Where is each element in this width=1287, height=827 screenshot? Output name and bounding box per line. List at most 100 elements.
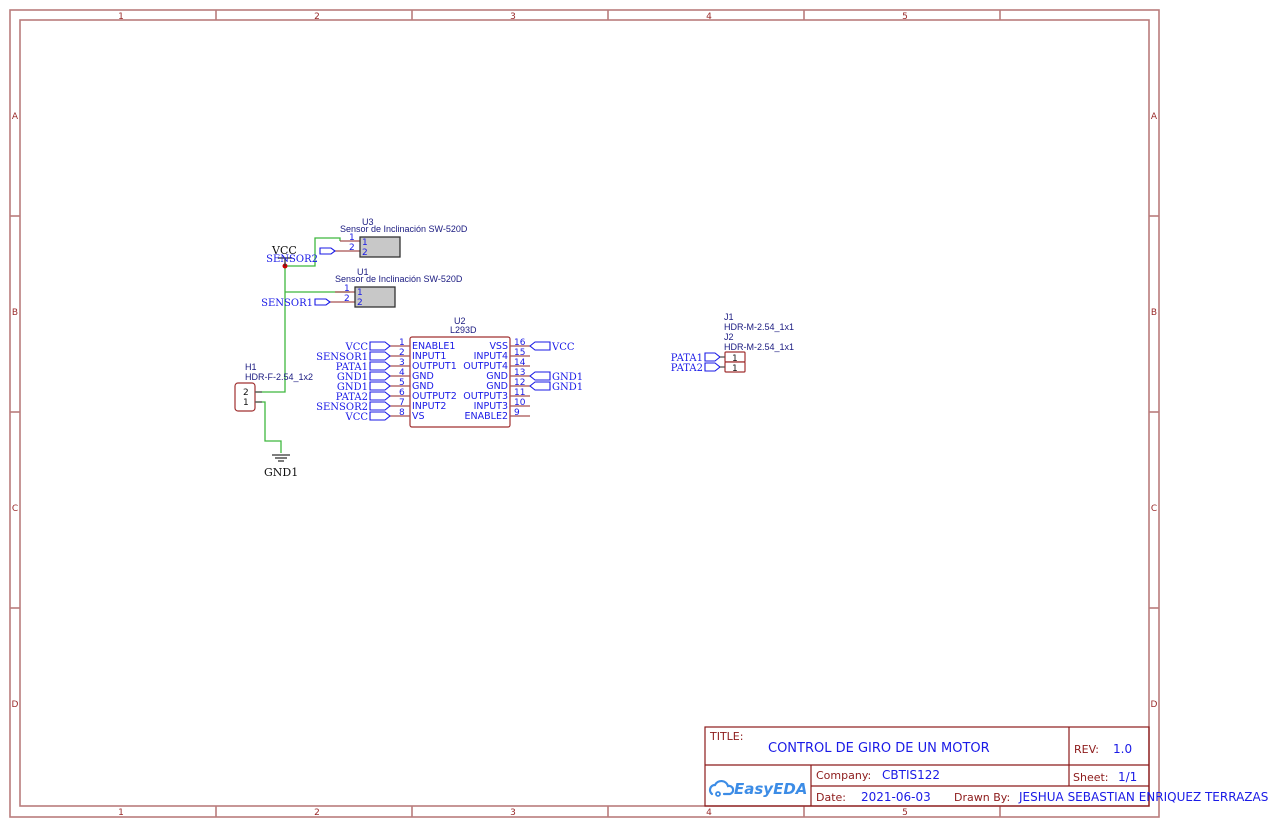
net-flag bbox=[704, 362, 721, 372]
u2-pin-num: 14 bbox=[514, 358, 526, 368]
net-flag bbox=[314, 298, 331, 306]
u2-pin-num: 1 bbox=[399, 338, 405, 348]
u2-pin-num: 3 bbox=[399, 358, 405, 368]
zone-row-right: A bbox=[1151, 112, 1158, 122]
u2-net-label: VCC bbox=[551, 342, 575, 353]
u2-net-label: VCC bbox=[344, 342, 368, 353]
j1-net-label: PATA1 bbox=[671, 353, 703, 364]
u2-pin-name: INPUT2 bbox=[412, 401, 446, 412]
u2-net-label: PATA2 bbox=[336, 392, 368, 403]
u2-net-label: VCC bbox=[344, 412, 368, 423]
u2-pin-num: 11 bbox=[514, 388, 525, 398]
net-flag bbox=[369, 381, 391, 391]
h1-pin-num: 1 bbox=[243, 398, 249, 408]
component-h1[interactable]: H1 HDR-F-2.54_1x2 2 1 bbox=[234, 362, 313, 412]
h1-pin-num: 2 bbox=[243, 388, 249, 398]
title-label: TITLE: bbox=[709, 730, 743, 743]
net-flag bbox=[369, 361, 391, 371]
zone-row-left: A bbox=[12, 112, 19, 122]
zone-row-left: C bbox=[12, 504, 18, 514]
u1-pin-num: 1 bbox=[344, 284, 350, 294]
sheet-value: 1/1 bbox=[1118, 770, 1137, 784]
gnd-power-symbol: GND1 bbox=[264, 454, 298, 479]
j2-value: HDR-M-2.54_1x1 bbox=[724, 342, 794, 352]
logo-text: EasyEDA bbox=[734, 780, 807, 798]
rev-value: 1.0 bbox=[1113, 742, 1132, 756]
u1-value: Sensor de Inclinación SW-520D bbox=[335, 274, 463, 284]
u2-pin-name: OUTPUT1 bbox=[412, 361, 457, 372]
sheet-title: CONTROL DE GIRO DE UN MOTOR bbox=[768, 741, 990, 756]
u2-pin-num: 6 bbox=[399, 388, 405, 398]
date-value: 2021-06-03 bbox=[861, 790, 931, 804]
net-flag bbox=[369, 371, 391, 381]
h1-body bbox=[234, 382, 256, 412]
u2-pin-name: INPUT1 bbox=[412, 351, 446, 362]
u2-body bbox=[409, 336, 511, 428]
zone-col-top: 3 bbox=[510, 12, 516, 22]
u1-body bbox=[354, 286, 396, 308]
u2-pin-name: GND bbox=[412, 371, 434, 382]
j1-pin-num: 1 bbox=[732, 354, 738, 364]
u2-value: L293D bbox=[450, 325, 477, 335]
zone-col-top: 4 bbox=[706, 12, 712, 22]
u2-net-label: GND1 bbox=[552, 372, 583, 383]
component-u1[interactable]: U1 Sensor de Inclinación SW-520D 1 2 1 2… bbox=[261, 267, 463, 309]
cloud-icon bbox=[708, 779, 735, 796]
zone-col-top: 1 bbox=[118, 12, 124, 22]
u3-ref: U3 bbox=[362, 217, 374, 227]
net-flag bbox=[704, 352, 721, 362]
net-flag bbox=[369, 391, 391, 401]
u2-pin-name: ENABLE1 bbox=[412, 341, 455, 352]
u2-pin-num: 4 bbox=[399, 368, 405, 378]
net-flag bbox=[369, 401, 391, 411]
zone-row-left: B bbox=[12, 308, 18, 318]
u2-pin-num: 10 bbox=[514, 398, 526, 408]
j2-pin-num: 1 bbox=[732, 364, 738, 374]
u1-net-label: SENSOR1 bbox=[261, 298, 313, 309]
u2-pin-num: 15 bbox=[514, 348, 525, 358]
u1-pin-num: 2 bbox=[344, 294, 350, 304]
u3-body-pin: 1 bbox=[362, 238, 368, 248]
u2-pin-name: VSS bbox=[489, 341, 508, 352]
u2-pin-num: 12 bbox=[514, 378, 525, 388]
u1-body-pin: 1 bbox=[357, 288, 363, 298]
component-u3[interactable]: U3 Sensor de Inclinación SW-520D 1 2 1 2… bbox=[266, 217, 468, 265]
u1-ref: U1 bbox=[357, 267, 369, 277]
u3-body bbox=[359, 236, 401, 258]
h1-value: HDR-F-2.54_1x2 bbox=[245, 372, 313, 382]
zone-dividers bbox=[10, 10, 1159, 817]
u2-pin-name: GND bbox=[412, 381, 434, 392]
u2-pin-num: 9 bbox=[514, 408, 520, 418]
j2-net-label: PATA2 bbox=[671, 363, 703, 374]
u2-pin-name: ENABLE2 bbox=[465, 411, 508, 422]
u2-pin-name: GND bbox=[486, 381, 508, 392]
vcc-power-symbol: VCC bbox=[271, 244, 297, 266]
rev-label: REV: bbox=[1074, 743, 1099, 756]
net-flag bbox=[369, 341, 391, 351]
j2-ref: J2 bbox=[724, 332, 734, 342]
zone-col-top: 5 bbox=[902, 12, 908, 22]
u2-ref: U2 bbox=[454, 316, 466, 326]
drawn-by-value: JESHUA SEBASTIAN ENRIQUEZ TERRAZAS bbox=[1018, 790, 1268, 804]
j1-ref: J1 bbox=[724, 312, 734, 322]
zone-col-top: 2 bbox=[314, 12, 320, 22]
u2-pin-num: 8 bbox=[399, 408, 405, 418]
company-value: CBTIS122 bbox=[882, 768, 940, 782]
sheet-label: Sheet: bbox=[1073, 771, 1109, 784]
zone-row-left: D bbox=[12, 700, 19, 710]
drawn-by-label: Drawn By: bbox=[954, 791, 1010, 804]
h1-ref: H1 bbox=[245, 362, 257, 372]
inner-frame bbox=[19, 19, 1150, 807]
u3-pin-num: 2 bbox=[349, 243, 355, 253]
title-block: TITLE: CONTROL DE GIRO DE UN MOTOR REV: … bbox=[704, 726, 1268, 807]
u2-pin-name: OUTPUT3 bbox=[463, 391, 508, 402]
component-j1-j2[interactable]: J1 HDR-M-2.54_1x1 J2 HDR-M-2.54_1x1 1 1 … bbox=[671, 312, 794, 374]
easyeda-logo: EasyEDA bbox=[708, 779, 807, 798]
u3-pin-num: 1 bbox=[349, 233, 355, 243]
u2-pin-name: INPUT4 bbox=[474, 351, 508, 362]
u2-pin-num: 16 bbox=[514, 338, 526, 348]
net-flag bbox=[369, 411, 391, 421]
u2-pin-name: GND bbox=[486, 371, 508, 382]
